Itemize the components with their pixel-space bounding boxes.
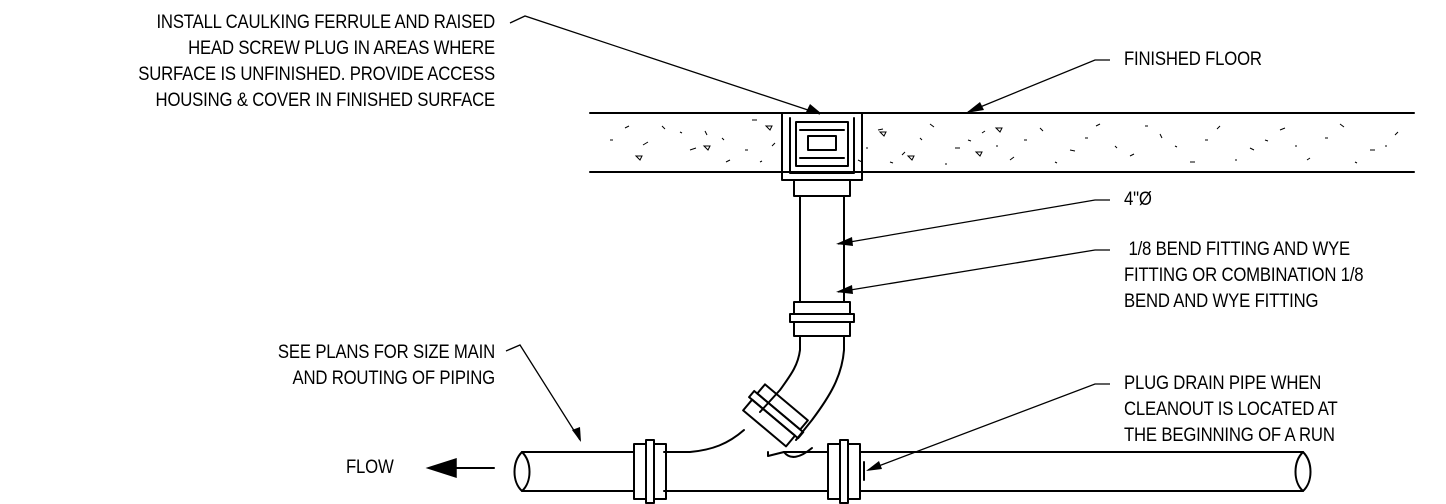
vertical-riser-pipe [789, 179, 855, 337]
bend-fitting-note-line: BEND AND WYE FITTING [1124, 291, 1319, 312]
plug-drain-note-line: CLEANOUT IS LOCATED AT [1124, 399, 1338, 420]
cleanout-housing [781, 112, 863, 181]
bend-fitting-note-line: FITTING OR COMBINATION 1/8 [1124, 265, 1364, 286]
finished-floor-note: FINISHED FLOOR [1124, 47, 1262, 73]
flow-label-text: FLOW [346, 457, 394, 478]
see-plans-note: SEE PLANS FOR SIZE MAIN AND ROUTING OF P… [59, 340, 495, 392]
plug-drain-note-line: PLUG DRAIN PIPE WHEN [1124, 373, 1322, 394]
see-plans-note-line: SEE PLANS FOR SIZE MAIN [277, 342, 495, 363]
finished-floor-note-line: FINISHED FLOOR [1124, 49, 1262, 70]
flow-label: FLOW [346, 455, 394, 481]
bend-fitting-note-line: 1/8 BEND FITTING AND WYE [1124, 239, 1351, 260]
pipe-size-note: 4"Ø [1124, 187, 1152, 213]
pipe-size-note-line: 4"Ø [1124, 189, 1152, 210]
bend-fitting [742, 335, 845, 448]
plug-drain-note: PLUG DRAIN PIPE WHEN CLEANOUT IS LOCATED… [1124, 371, 1338, 449]
leader-lines [505, 15, 1110, 471]
caulking-ferrule-note-line: SURFACE IS UNFINISHED. PROVIDE ACCESS [138, 64, 495, 85]
caulking-ferrule-note-line: INSTALL CAULKING FERRULE AND RAISED [156, 12, 495, 33]
floor-slab [589, 112, 1415, 173]
flow-arrow [425, 457, 495, 479]
plug-drain-note-line: THE BEGINNING OF A RUN [1124, 425, 1335, 446]
concrete-hatch [610, 119, 1399, 165]
caulking-ferrule-note-line: HOUSING & COVER IN FINISHED SURFACE [155, 90, 496, 111]
main-drain-pipe [513, 429, 1312, 504]
caulking-ferrule-note-line: HEAD SCREW PLUG IN AREAS WHERE [188, 38, 495, 59]
see-plans-note-line: AND ROUTING OF PIPING [292, 368, 495, 389]
bend-fitting-note: 1/8 BEND FITTING AND WYE FITTING OR COMB… [1124, 237, 1364, 315]
caulking-ferrule-note: INSTALL CAULKING FERRULE AND RAISED HEAD… [59, 10, 495, 114]
